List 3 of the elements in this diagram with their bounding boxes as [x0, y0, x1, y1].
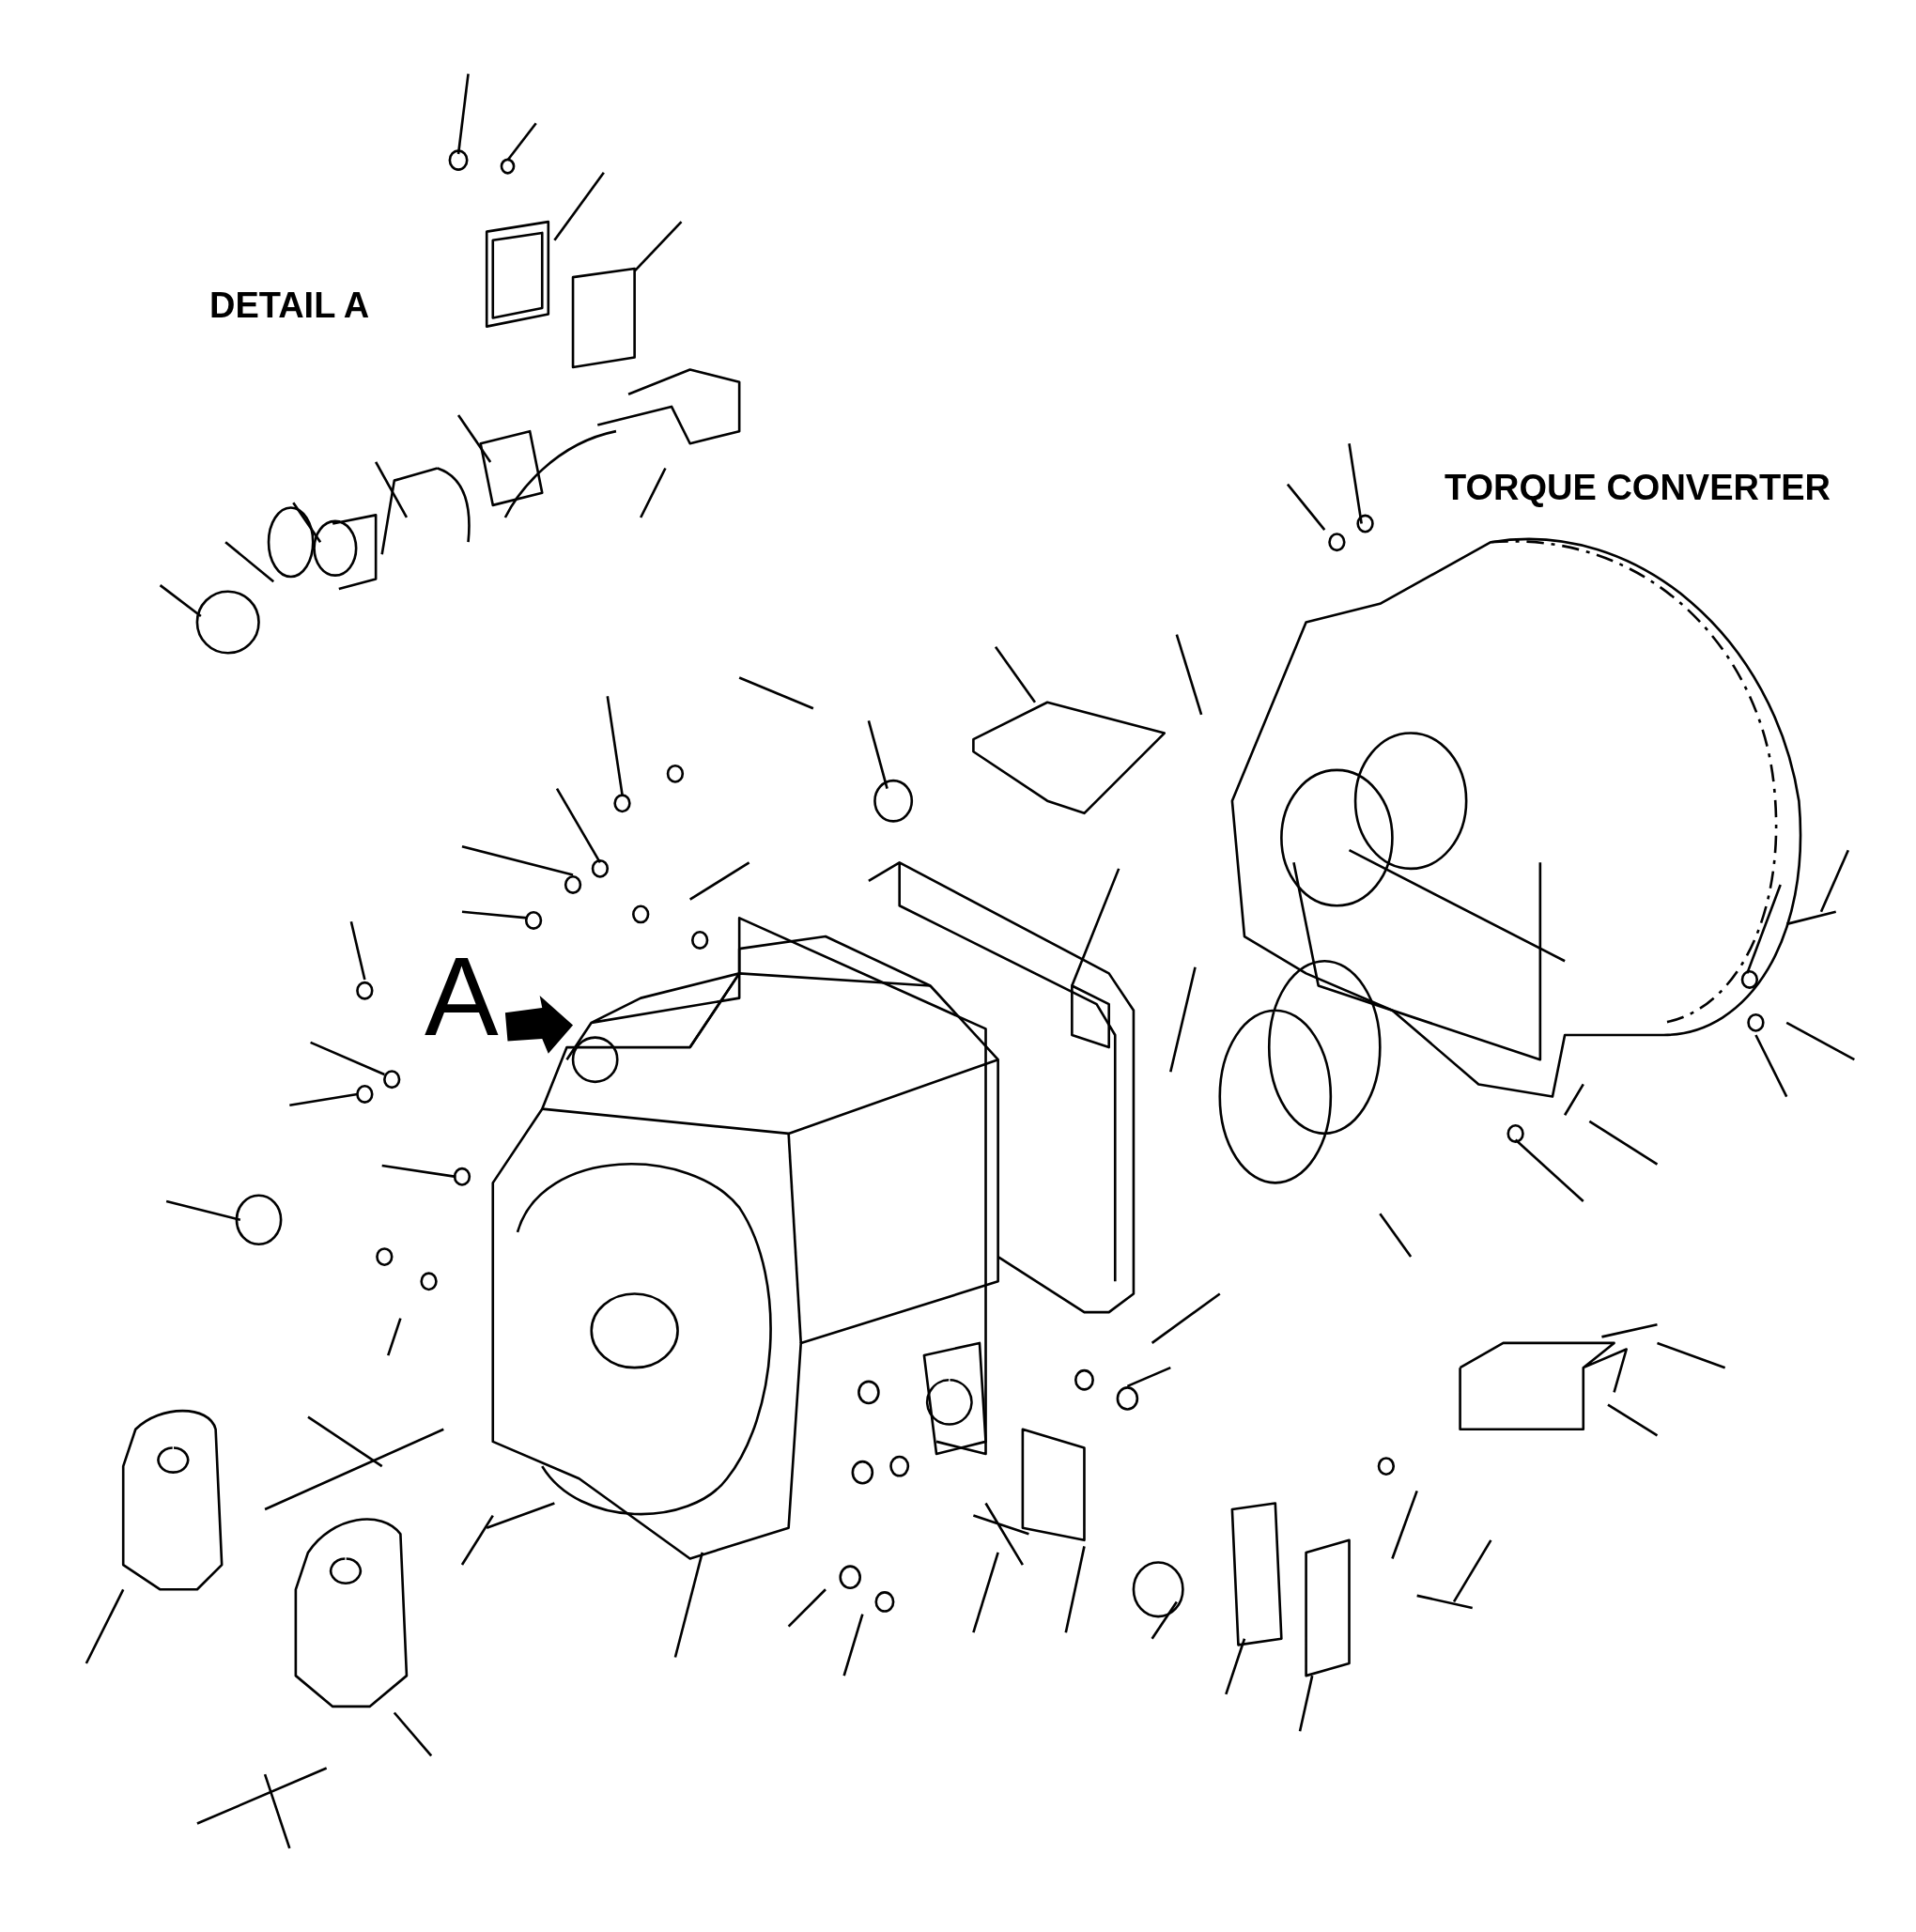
part-label: DETAIL A — [209, 287, 370, 323]
part-label: TORQUE CONVERTER — [1445, 470, 1831, 505]
view-marker: A — [425, 951, 499, 1044]
